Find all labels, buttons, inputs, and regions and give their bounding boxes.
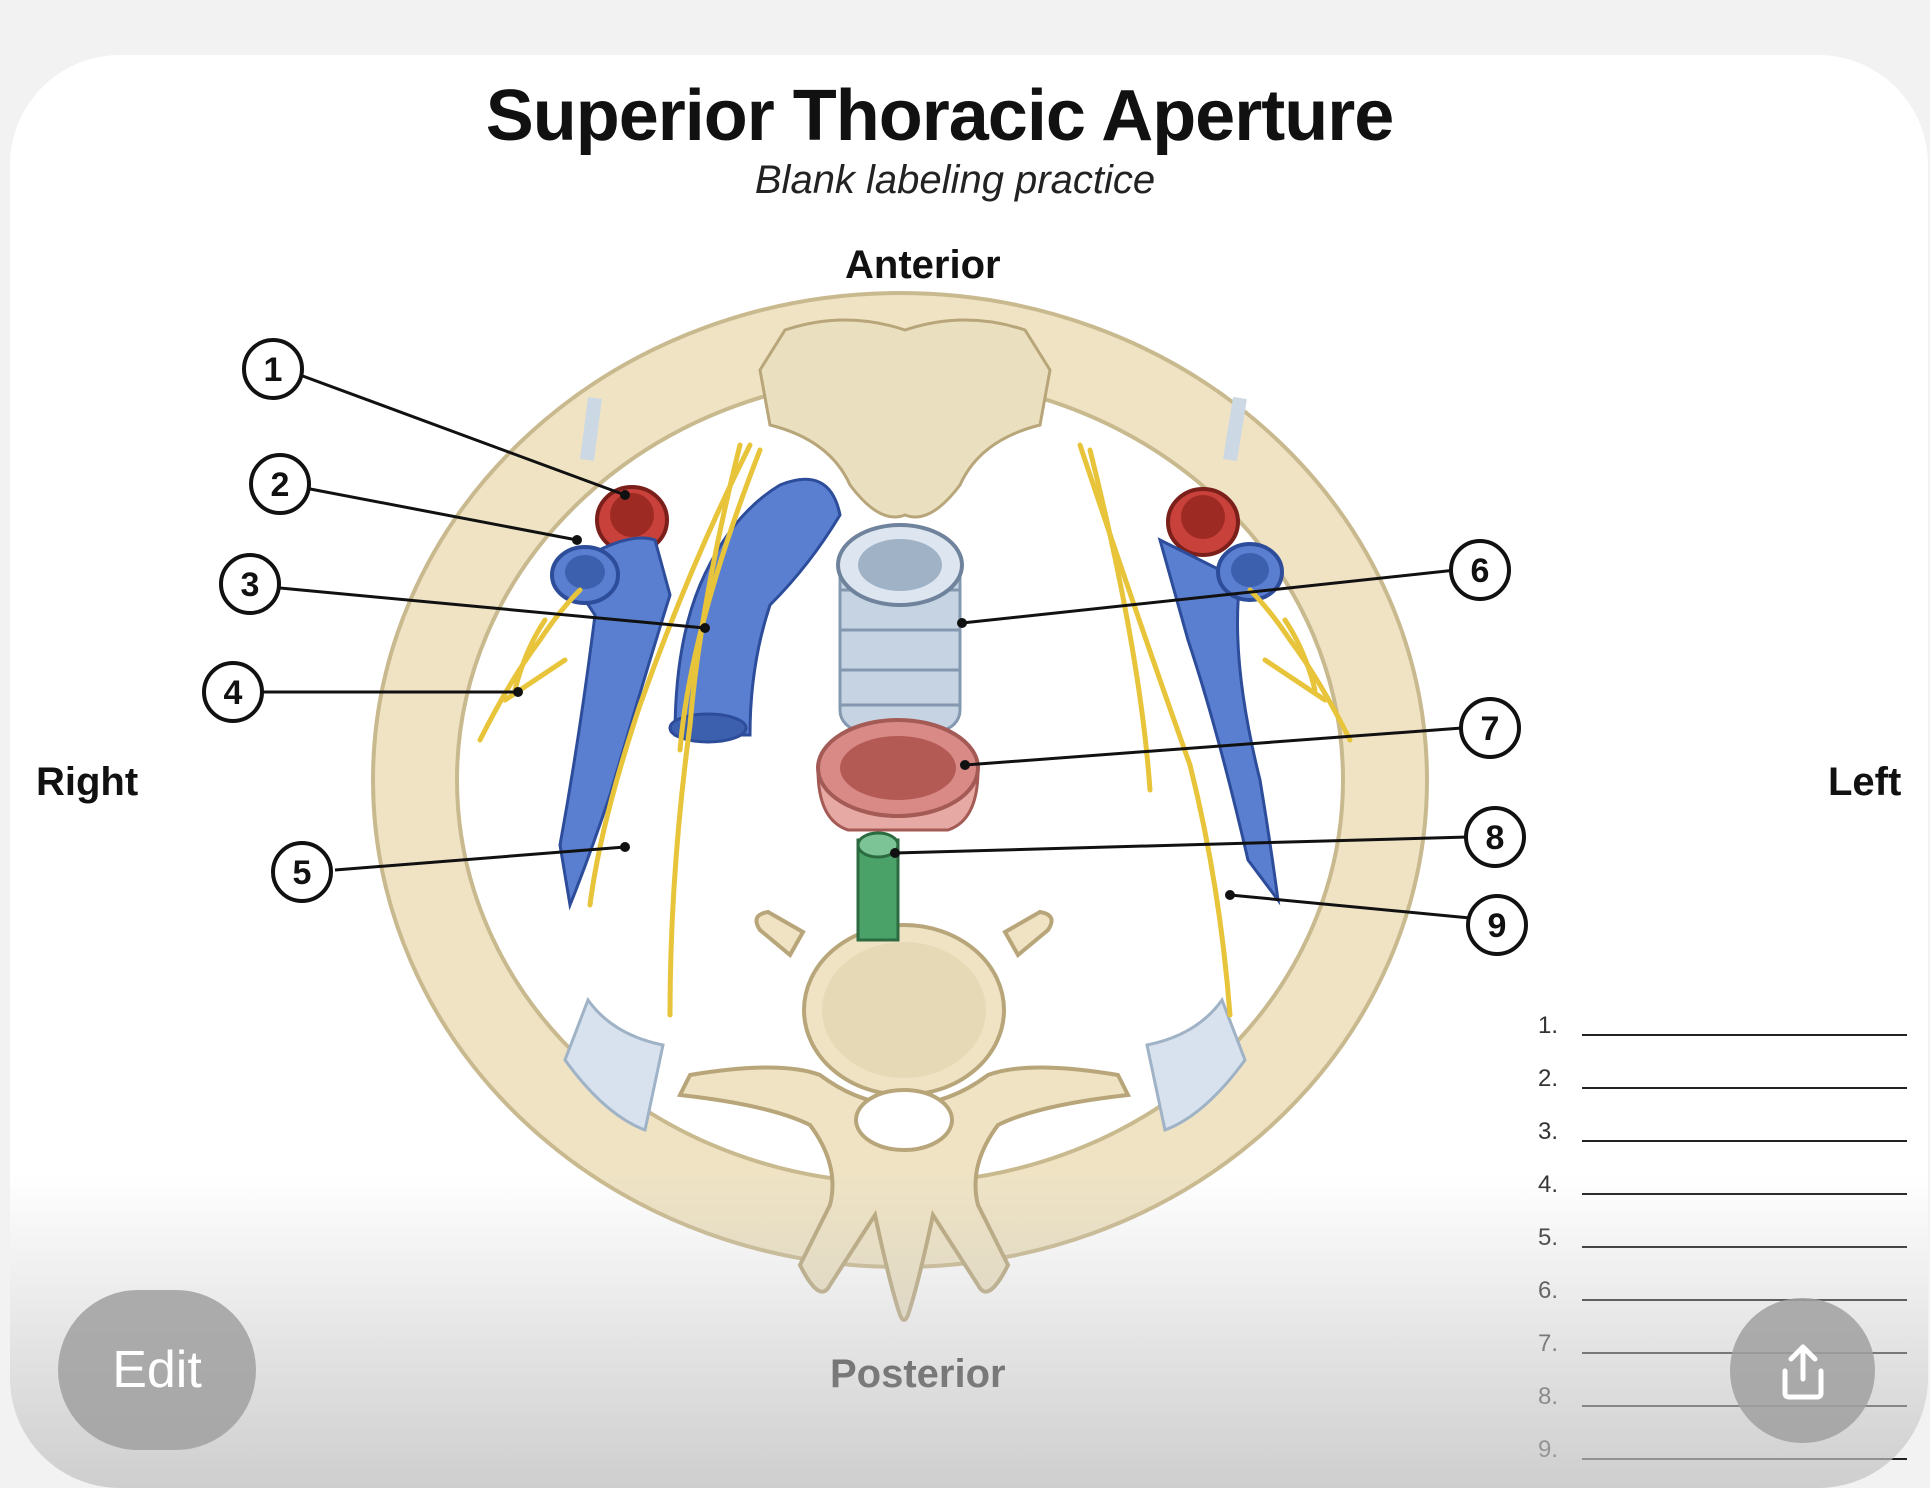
callout-5 bbox=[271, 841, 333, 903]
answer-blank bbox=[1582, 1299, 1907, 1301]
answer-number: 8. bbox=[1538, 1383, 1559, 1410]
thoracic-duct bbox=[856, 831, 900, 942]
callout-8 bbox=[1464, 806, 1526, 868]
callout-3-num: 3 bbox=[241, 566, 260, 604]
answer-number: 7. bbox=[1538, 1330, 1559, 1357]
callout-3 bbox=[219, 553, 281, 615]
left-subclavian-artery bbox=[1166, 487, 1240, 557]
callout-2-num: 2 bbox=[271, 466, 290, 504]
share-button[interactable] bbox=[1730, 1298, 1875, 1443]
label-right: Right bbox=[36, 760, 139, 804]
edit-button[interactable]: Edit bbox=[58, 1290, 256, 1450]
vertebra bbox=[676, 909, 1132, 1322]
callout-1-num: 1 bbox=[264, 351, 283, 389]
answer-blank bbox=[1582, 1193, 1907, 1195]
answer-line-5: 5. bbox=[1538, 1207, 1907, 1260]
answer-blank bbox=[1582, 1034, 1907, 1036]
label-anterior: Anterior bbox=[845, 243, 1001, 287]
answer-blank bbox=[1582, 1246, 1907, 1248]
callout-4-num: 4 bbox=[224, 674, 243, 712]
right-subclavian-artery bbox=[595, 485, 669, 555]
trachea bbox=[836, 523, 964, 732]
callout-9 bbox=[1466, 894, 1528, 956]
esophagus bbox=[816, 718, 980, 832]
answer-blank bbox=[1582, 1087, 1907, 1089]
answer-line-2: 2. bbox=[1538, 1048, 1907, 1101]
callout-1 bbox=[242, 338, 304, 400]
answer-number: 4. bbox=[1538, 1171, 1559, 1198]
answer-number: 3. bbox=[1538, 1118, 1559, 1145]
diagram-title: Superior Thoracic Aperture bbox=[485, 76, 1395, 156]
callout-6-num: 6 bbox=[1471, 552, 1490, 590]
answer-line-1: 1. bbox=[1538, 995, 1907, 1048]
diagram-subtitle: Blank labeling practice bbox=[754, 158, 1156, 202]
answer-number: 2. bbox=[1538, 1065, 1559, 1092]
answer-number: 5. bbox=[1538, 1224, 1559, 1251]
posterior-cartilage-right bbox=[563, 996, 665, 1133]
callout-2 bbox=[249, 453, 311, 515]
answer-number: 1. bbox=[1538, 1012, 1559, 1039]
manubrium bbox=[758, 318, 1052, 519]
callout-7-num: 7 bbox=[1481, 710, 1500, 748]
label-left: Left bbox=[1828, 760, 1902, 804]
right-nerves bbox=[477, 442, 763, 1018]
costal-joint-left bbox=[1223, 396, 1247, 462]
brachiocephalic-vein bbox=[668, 477, 842, 744]
answer-line-3: 3. bbox=[1538, 1101, 1907, 1154]
callout-5-num: 5 bbox=[293, 854, 312, 892]
right-subclavian-vein bbox=[550, 536, 672, 911]
answer-blank bbox=[1582, 1140, 1907, 1142]
leader-lines bbox=[262, 373, 1471, 920]
answer-number: 9. bbox=[1538, 1436, 1559, 1463]
callout-6 bbox=[1449, 539, 1511, 601]
leader-dots bbox=[513, 490, 1235, 900]
answer-line-4: 4. bbox=[1538, 1154, 1907, 1207]
answer-line-9: 9. bbox=[1538, 1419, 1907, 1472]
posterior-cartilage-left bbox=[1145, 996, 1247, 1133]
share-icon bbox=[1782, 1344, 1823, 1399]
callout-4 bbox=[202, 661, 264, 723]
answer-number: 6. bbox=[1538, 1277, 1559, 1304]
answer-line-6: 6. bbox=[1538, 1260, 1907, 1313]
callout-7 bbox=[1459, 697, 1521, 759]
answer-blank bbox=[1582, 1458, 1907, 1460]
costal-joint-right bbox=[580, 397, 602, 461]
callout-9-num: 9 bbox=[1488, 907, 1507, 945]
callout-8-num: 8 bbox=[1486, 819, 1505, 857]
